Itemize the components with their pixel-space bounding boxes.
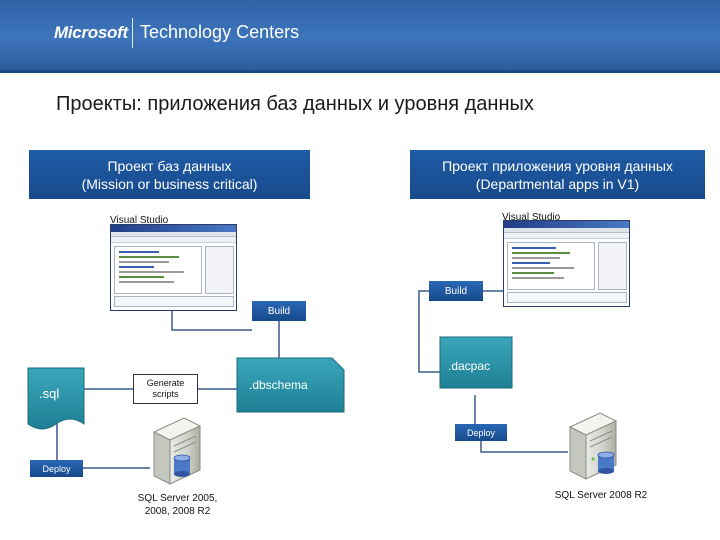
visual-studio-label-left: Visual Studio (110, 215, 169, 226)
slide-title: Проекты: приложения баз данных и уровня … (56, 93, 534, 115)
visual-studio-label-right: Visual Studio (502, 212, 561, 223)
dbschema-file-label: .dbschema (249, 378, 308, 392)
server-label-left: SQL Server 2005, 2008, 2008 R2 (130, 492, 225, 518)
vs-solution-explorer (598, 242, 627, 290)
vs-body (111, 243, 236, 309)
server-icon-right (568, 412, 618, 480)
dacpac-file-label: .dacpac (448, 359, 491, 373)
header-banner (0, 0, 720, 70)
code-line (512, 252, 570, 254)
vs-output-panel (114, 296, 234, 307)
connector-vs-build-left (171, 311, 252, 331)
code-line (119, 261, 169, 263)
code-line (512, 262, 550, 264)
generate-scripts-line2: scripts (152, 389, 179, 399)
build-label-right: Build (429, 281, 483, 301)
visual-studio-screenshot-left (110, 224, 237, 311)
data-tier-project-box: Проект приложения уровня данных (Departm… (410, 150, 705, 199)
database-icon-right (597, 451, 615, 474)
code-line (119, 276, 164, 278)
vs-editor (114, 246, 202, 294)
code-line (512, 277, 564, 279)
sql-document-icon (27, 367, 85, 430)
connector-build-dacpac (418, 290, 440, 373)
vs-titlebar (111, 225, 236, 232)
code-line (119, 256, 179, 258)
header-divider (0, 70, 720, 73)
vs-menubar (111, 232, 236, 237)
vs-editor (507, 242, 595, 290)
vs-body (504, 239, 629, 305)
code-line (512, 257, 560, 259)
generate-scripts-box: Generate scripts (133, 374, 198, 404)
code-line (512, 272, 554, 274)
visual-studio-screenshot-right (503, 220, 630, 307)
server-label-right: SQL Server 2008 R2 (554, 490, 648, 501)
vs-toolbar (504, 233, 629, 239)
vs-solution-explorer (205, 246, 234, 294)
code-line (119, 251, 159, 253)
database-project-title: Проект баз данных (107, 157, 232, 174)
database-icon-left (173, 454, 191, 477)
server-label-left-line2: 2008, 2008 R2 (144, 506, 211, 517)
logo-separator (132, 18, 133, 48)
vs-titlebar (504, 221, 629, 228)
code-line (512, 267, 574, 269)
code-line (119, 271, 184, 273)
code-line (119, 266, 154, 268)
vs-output-panel (507, 292, 627, 303)
code-line (119, 281, 174, 283)
dacpac-document-icon (439, 336, 513, 389)
vs-toolbar (111, 237, 236, 243)
vs-menubar (504, 228, 629, 233)
brand-subtitle: Technology Centers (140, 22, 300, 42)
data-tier-project-title: Проект приложения уровня данных (442, 157, 673, 174)
dbschema-document-icon (236, 357, 345, 413)
deploy-label-left: Deploy (30, 460, 83, 477)
server-label-left-line1: SQL Server 2005, (137, 493, 218, 504)
sql-file-label: .sql (39, 386, 60, 401)
build-label-left: Build (252, 301, 306, 321)
microsoft-logo: Microsoft (54, 23, 128, 42)
code-line (512, 247, 556, 249)
connector-deploy-server-right (480, 441, 568, 453)
deploy-label-right: Deploy (455, 424, 507, 441)
generate-scripts-line1: Generate (146, 378, 185, 388)
database-project-box: Проект баз данных (Mission or business c… (29, 150, 310, 199)
data-tier-project-subtitle: (Departmental apps in V1) (475, 175, 640, 192)
database-project-subtitle: (Mission or business critical) (81, 175, 258, 192)
